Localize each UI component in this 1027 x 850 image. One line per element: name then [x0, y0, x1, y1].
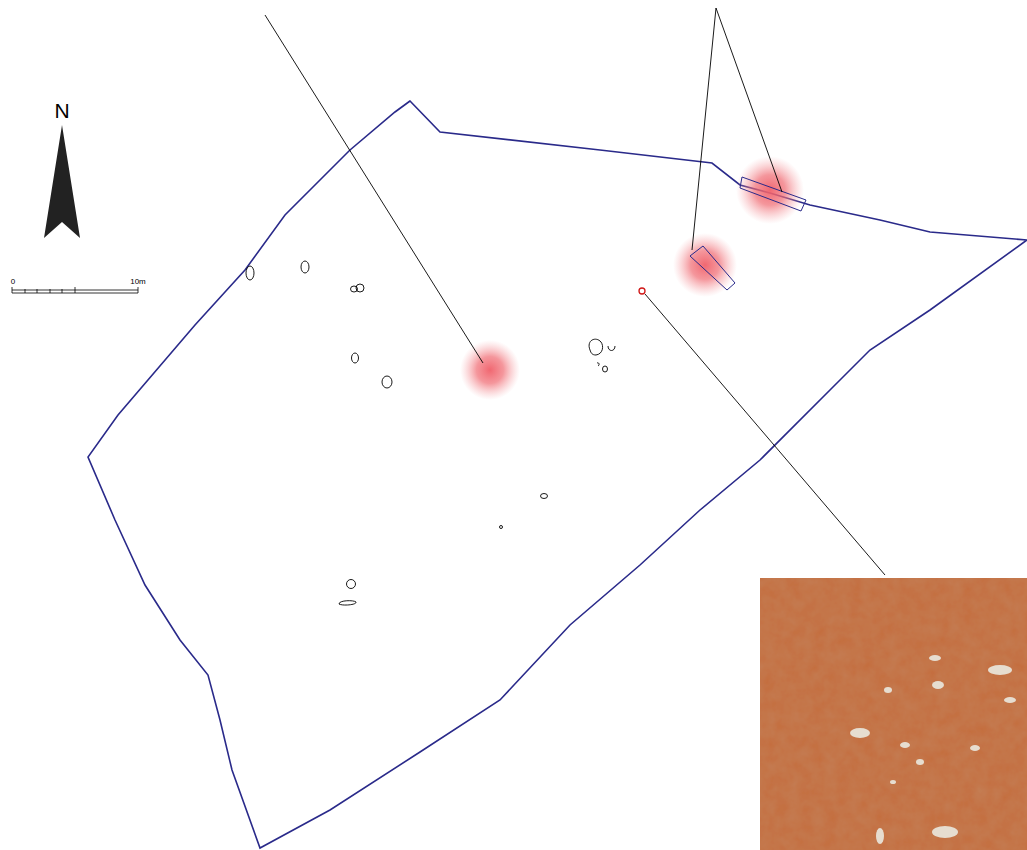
soil-photo: [760, 578, 1027, 850]
find-spot: [673, 233, 737, 297]
features: [246, 261, 615, 605]
leader-lines: [265, 8, 885, 575]
trench: [690, 246, 735, 290]
north-arrow: [44, 125, 80, 238]
find-spot: [460, 340, 520, 400]
sample-point: [639, 288, 645, 294]
scale-bar: [12, 287, 138, 293]
scale-label: 0: [11, 278, 15, 286]
trench: [740, 177, 806, 211]
north-label: N: [54, 100, 69, 121]
scale-label: 10m: [130, 278, 146, 286]
